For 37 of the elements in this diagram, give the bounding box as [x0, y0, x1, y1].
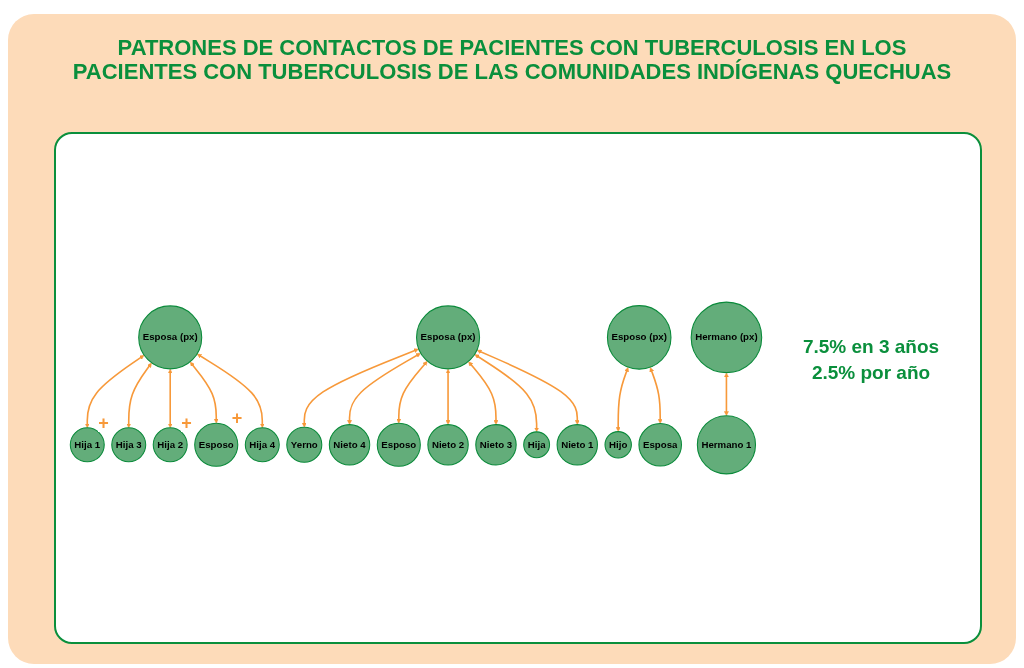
- node-circle: [638, 423, 682, 467]
- arrow: [396, 361, 428, 424]
- node-circle: [376, 422, 421, 467]
- node-circle: [138, 305, 203, 370]
- node-circle: [690, 301, 763, 374]
- node-circle: [523, 431, 551, 459]
- arrow: [84, 355, 145, 429]
- arrow: [724, 372, 729, 416]
- node-circle: [604, 431, 632, 459]
- arrow: [476, 349, 580, 425]
- node-circle: [556, 424, 598, 466]
- diagram-title: PATRONES DE CONTACTOS DE PACIENTES CON TUBERCULOSIS EN LOS PACIENTES CON TUBERCULOSIS DE LAS COMUNIDADES INDÍGENAS QUECHUAS: [71, 36, 953, 84]
- node-circle: [328, 424, 371, 466]
- statistic-text: 7.5% en 3 años: [801, 335, 941, 359]
- arrow: [126, 362, 152, 429]
- node-circle: [69, 427, 105, 463]
- node-circle: [152, 427, 188, 463]
- arrow: [167, 368, 173, 429]
- node-circle: [244, 427, 280, 463]
- arrow: [301, 348, 419, 428]
- node-circle: [475, 424, 517, 466]
- panel-background: Esposa (px) Esposa (px) Esposo (px) Hermano (px) Hija 1 Hija 3 Hija 2 Esposo Hija 4 Yerno Nieto 4 Esposo Nieto 2 Nieto 3 Hija Nieto 1 Hijo Esposa Hermano 1 7.5% en 3 años 2.5% por año + + +: [54, 132, 982, 644]
- node-circle: [606, 305, 672, 370]
- node-circle: [696, 415, 757, 475]
- statistic-text: 2.5% por año: [810, 361, 932, 385]
- node-circle: [194, 422, 239, 467]
- arrow: [649, 367, 663, 424]
- arrow: [615, 367, 629, 432]
- arrow: [445, 368, 451, 425]
- node-circle: [416, 305, 481, 370]
- node-circle: [286, 426, 323, 463]
- node-circle: [111, 427, 147, 463]
- arrow: [474, 354, 539, 433]
- arrow: [347, 353, 421, 425]
- arrow: [468, 361, 499, 425]
- node-circle: [427, 424, 469, 466]
- arrow: [189, 361, 219, 424]
